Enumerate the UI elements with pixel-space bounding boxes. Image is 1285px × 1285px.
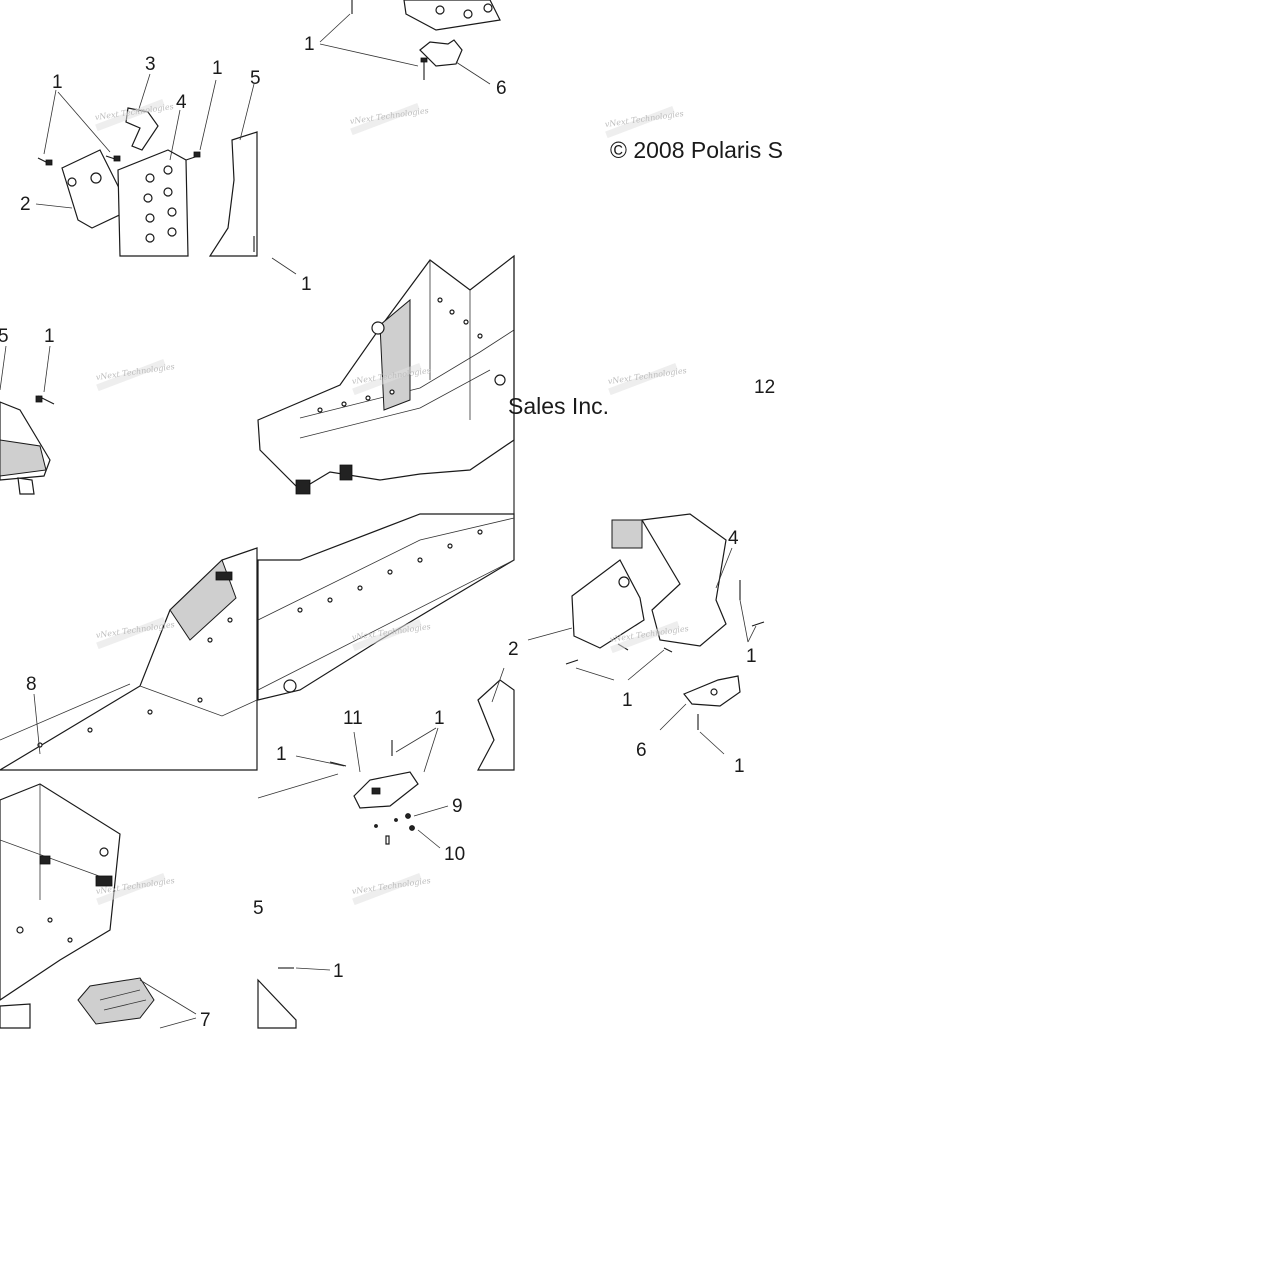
bracket-part-11 [353,771,419,809]
callout-1: 1 [44,326,55,347]
tile-copyright-top: © 2008 Polaris S [610,137,783,163]
tile-bracket-assembly: 4 1 1 6 1 [527,513,765,777]
watermark: vNext Technologies [604,106,684,139]
svg-text:vNext Technologies: vNext Technologies [95,362,175,382]
plate-holes [143,165,177,243]
part-5-edge [208,131,258,257]
bolt-fasteners [37,151,255,252]
watermark: vNext Technologies [351,873,431,906]
svg-text:vNext Technologies: vNext Technologies [349,106,429,126]
callout-1: 1 [734,756,745,777]
tile-right-middle: 12 [754,377,775,398]
callout-1: 1 [301,274,312,295]
callout-4: 4 [728,528,739,549]
callout-7: 7 [200,1010,211,1031]
tile-tunnel-left: 8 [0,547,258,771]
tile-chassis-frame: Sales Inc. [257,254,609,520]
bracket-bolts [565,580,765,730]
tile-left-middle: 5 1 [0,326,55,495]
tile-top-center: 1 6 1 [271,0,507,295]
callout-1: 1 [434,708,445,729]
copyright-text: © 2008 Polaris S [610,137,783,163]
callout-8: 8 [26,674,37,695]
rear-rivets [16,847,109,943]
footrest-part [403,0,501,31]
callout-12: 12 [754,377,775,398]
callout-5: 5 [250,68,261,89]
callout-11: 11 [343,708,363,729]
watermark: vNext Technologies [607,363,687,396]
callout-1: 1 [333,961,344,982]
callout-10: 10 [444,844,465,865]
bracket-leaders [527,547,757,755]
callout-2: 2 [508,639,519,660]
callout-6: 6 [636,740,647,761]
callout-3: 3 [145,54,156,75]
frame-rivets [317,297,506,413]
tunnel-rivets [37,617,233,748]
tunnel-rail [257,513,515,701]
callout-6: 6 [496,78,507,99]
svg-text:vNext Technologies: vNext Technologies [351,876,431,896]
callout-1: 1 [622,690,633,711]
callout-1: 1 [276,744,287,765]
tile-bracket-group: 1 3 4 1 5 2 [20,54,261,257]
callout-5: 5 [253,898,264,919]
tile-tunnel-center: 2 [257,513,519,771]
watermark: vNext Technologies [95,359,175,392]
tile-tunnel-rear: 7 [0,783,211,1031]
bracket-part-3 [125,107,159,151]
copyright-text: Sales Inc. [508,393,609,419]
callout-1: 1 [304,34,315,55]
svg-text:vNext Technologies: vNext Technologies [607,366,687,386]
callout-1: 1 [212,58,223,79]
bracket-part-4-right [641,513,727,647]
callout-5: 5 [0,326,9,347]
callout-4: 4 [176,92,187,113]
svg-text:vNext Technologies: vNext Technologies [604,109,684,129]
callout-2: 2 [20,194,31,215]
rail-rivets [283,529,483,693]
callout-1: 1 [746,646,757,667]
bracket-part-6 [419,39,463,67]
callout-9: 9 [452,796,463,817]
callout-1: 1 [52,72,63,93]
plate-part-2 [477,679,515,771]
small-fasteners [374,813,415,845]
watermark: vNext Technologies [349,103,429,136]
step-part-7 [77,977,155,1025]
tile-small-parts: 11 1 1 9 10 5 1 [253,708,465,1029]
leader-lines [35,73,255,209]
